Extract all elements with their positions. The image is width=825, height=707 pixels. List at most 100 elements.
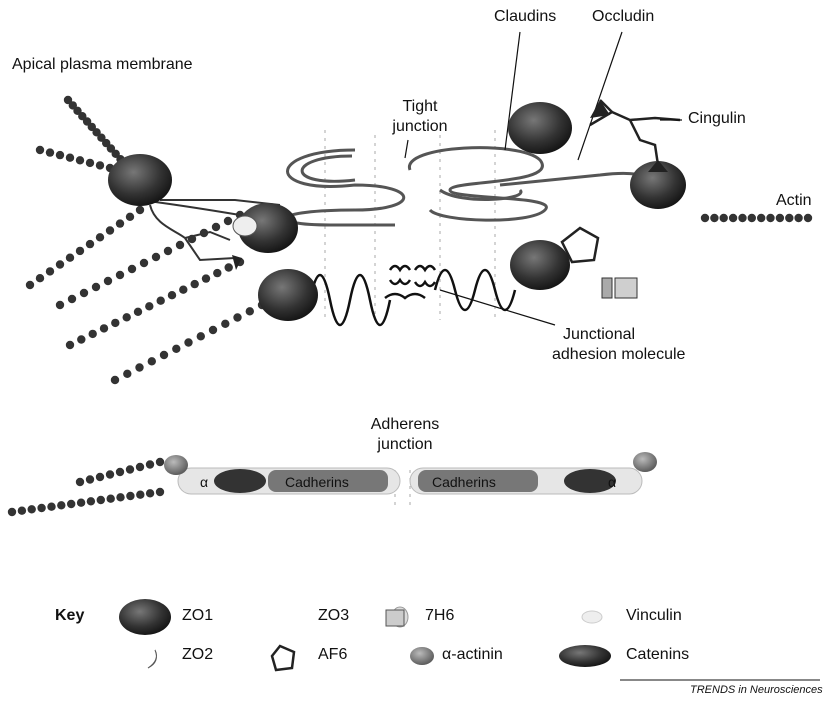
actin-bead	[729, 214, 737, 222]
actin-bead	[87, 497, 95, 505]
actin-bead	[748, 214, 756, 222]
actin-bead	[126, 465, 134, 473]
actin-bead	[152, 253, 160, 261]
actin-bead	[77, 335, 85, 343]
adherens-junction-label-line1: Adherens	[360, 416, 450, 434]
actin-bead	[172, 345, 180, 353]
actin-bead	[57, 501, 65, 509]
actin-bead	[97, 496, 105, 504]
actin-bead	[140, 259, 148, 267]
jam-label-line2: adhesion molecule	[552, 346, 685, 364]
actin-bead	[106, 226, 114, 234]
actin-bead	[56, 260, 64, 268]
actin-bead	[710, 214, 718, 222]
actin-bead	[164, 247, 172, 255]
cadherins-label-left: Cadherins	[285, 474, 349, 490]
actin-bead	[212, 223, 220, 231]
actin-bead	[36, 274, 44, 282]
actin-bead	[701, 214, 709, 222]
actin-bead	[111, 319, 119, 327]
alpha-actinin-icon	[410, 647, 434, 665]
actin-bead	[123, 370, 131, 378]
actin-bead	[157, 297, 165, 305]
actin-bead	[106, 470, 114, 478]
cingulin-label: Cingulin	[688, 110, 746, 128]
actin-bead	[134, 308, 142, 316]
catenin-protein	[214, 469, 266, 493]
zo2-protein	[233, 216, 257, 236]
tight-junction-loops	[286, 148, 650, 225]
actin-bead	[116, 468, 124, 476]
actin-bead	[26, 281, 34, 289]
actin-bead	[221, 320, 229, 328]
actin-bead	[76, 247, 84, 255]
actin-bead	[794, 214, 802, 222]
actin-bead	[56, 301, 64, 309]
alpha-label-left: α	[200, 474, 208, 490]
actin-label: Actin	[776, 192, 812, 210]
actin-bead	[123, 313, 131, 321]
actin-bead	[37, 504, 45, 512]
actin-bead	[156, 488, 164, 496]
actin-bead	[89, 330, 97, 338]
key-label-7h6: 7H6	[425, 607, 454, 625]
tight-junction-label-line1: Tight	[385, 98, 455, 116]
adherens-junction-label-line2: junction	[360, 436, 450, 454]
actin-bead	[176, 241, 184, 249]
catenins-icon	[559, 645, 611, 667]
claudins-label: Claudins	[494, 8, 556, 26]
actin-bead	[46, 148, 54, 156]
jam-molecules	[310, 266, 515, 325]
actin-bead	[213, 269, 221, 277]
occludin-label: Occludin	[592, 8, 654, 26]
actin-bead	[67, 500, 75, 508]
actin-bead	[36, 146, 44, 154]
alpha-actinin-protein	[633, 452, 657, 472]
actin-bead	[107, 495, 115, 503]
actin-bead	[757, 214, 765, 222]
actin-bead	[80, 289, 88, 297]
zo1-icon	[119, 599, 171, 635]
alpha-actinin-protein	[164, 455, 188, 475]
actin-bead	[86, 240, 94, 248]
key-label-alpha-actinin: α-actinin	[442, 646, 503, 664]
actin-bead	[145, 302, 153, 310]
actin-bead	[148, 357, 156, 365]
actin-bead	[86, 475, 94, 483]
vinculin-icon	[582, 611, 602, 623]
actin-bead	[720, 214, 728, 222]
zo1-protein	[258, 269, 318, 321]
actin-bead	[77, 499, 85, 507]
actin-bead	[246, 307, 254, 315]
alpha-label-right: α	[608, 474, 616, 490]
key-label-zo2: ZO2	[182, 646, 213, 664]
actin-bead	[156, 458, 164, 466]
actin-bead	[100, 324, 108, 332]
key-label-af6: AF6	[318, 646, 347, 664]
actin-bead	[28, 505, 36, 513]
zo3-protein	[590, 100, 610, 118]
actin-bead	[92, 283, 100, 291]
actin-bead	[136, 463, 144, 471]
actin-bead	[738, 214, 746, 222]
af6-icon	[272, 646, 294, 670]
actin-bead	[111, 376, 119, 384]
key-label-zo1: ZO1	[182, 607, 213, 625]
actin-bead	[66, 154, 74, 162]
actin-bead	[76, 478, 84, 486]
key-title: Key	[55, 607, 84, 625]
actin-bead	[96, 473, 104, 481]
7h6-icon-bracket	[386, 610, 404, 626]
actin-bead	[191, 280, 199, 288]
actin-bead	[126, 492, 134, 500]
7h6-protein	[602, 278, 637, 298]
actin-bead	[56, 151, 64, 159]
jam-label-line1: Junctional	[563, 326, 635, 344]
zo1-protein	[108, 154, 172, 206]
actin-bead	[197, 332, 205, 340]
actin-bead	[66, 341, 74, 349]
actin-bead	[46, 267, 54, 275]
actin-bead	[126, 213, 134, 221]
zo1-protein	[510, 240, 570, 290]
key-label-catenins: Catenins	[626, 646, 689, 664]
